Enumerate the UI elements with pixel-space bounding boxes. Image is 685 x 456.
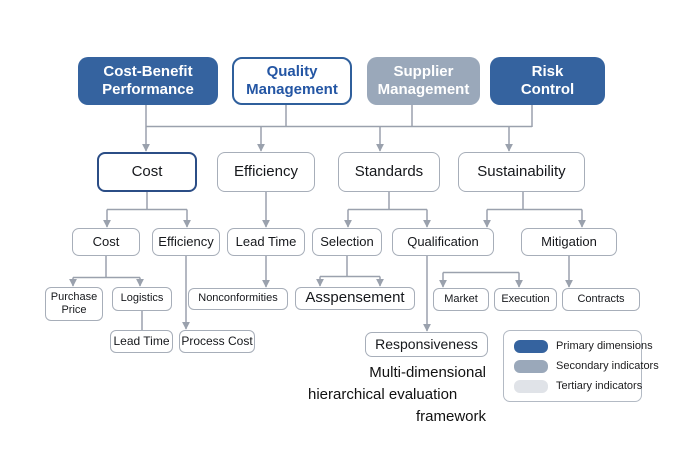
- legend-label: Primary dimensions: [556, 340, 653, 352]
- node-purchase-price: Purchase Price: [45, 287, 103, 321]
- diagram-caption: Multi-dimensional hierarchical evaluatio…: [308, 362, 486, 428]
- node-efficiency-level3: Efficiency: [152, 228, 220, 256]
- node-execution: Execution: [494, 288, 557, 311]
- node-cost-level3: Cost: [72, 228, 140, 256]
- legend: Primary dimensions Secondary indicators …: [503, 330, 659, 402]
- node-risk-control: Risk Control: [490, 57, 605, 105]
- node-efficiency-level2: Efficiency: [217, 152, 315, 192]
- legend-item-secondary: Secondary indicators: [514, 359, 659, 373]
- node-sustainability: Sustainability: [458, 152, 585, 192]
- node-cost-level2: Cost: [97, 152, 197, 192]
- node-qualification: Qualification: [392, 228, 494, 256]
- legend-label: Tertiary indicators: [556, 380, 643, 392]
- legend-item-primary: Primary dimensions: [514, 339, 653, 353]
- caption-line-3: framework: [415, 408, 486, 426]
- node-market: Market: [433, 288, 489, 311]
- node-cost-benefit-performance: Cost-Benefit Performance: [78, 57, 218, 105]
- caption-line-2: hierarchical evaluation: [308, 386, 458, 404]
- primary-swatch-icon: [514, 339, 548, 353]
- node-process-cost: Process Cost: [179, 330, 255, 353]
- node-contracts: Contracts: [562, 288, 640, 311]
- node-selection: Selection: [312, 228, 382, 256]
- node-responsiveness: Responsiveness: [365, 332, 488, 357]
- secondary-swatch-icon: [514, 359, 548, 373]
- tertiary-swatch-icon: [514, 379, 548, 393]
- node-mitigation: Mitigation: [521, 228, 617, 256]
- node-standards: Standards: [338, 152, 440, 192]
- node-logistics: Logistics: [112, 287, 172, 311]
- node-asspensement: Asspensement: [295, 287, 415, 310]
- node-supplier-management: Supplier Management: [367, 57, 480, 105]
- legend-label: Secondary indicators: [556, 360, 659, 372]
- node-lead-time-level3: Lead Time: [227, 228, 305, 256]
- node-lead-time-level5: Lead Time: [110, 330, 173, 353]
- node-quality-management: Quality Management: [232, 57, 352, 105]
- caption-line-1: Multi-dimensional: [369, 364, 486, 381]
- legend-item-tertiary: Tertiary indicators: [514, 379, 642, 393]
- node-nonconformities: Nonconformities: [188, 288, 288, 310]
